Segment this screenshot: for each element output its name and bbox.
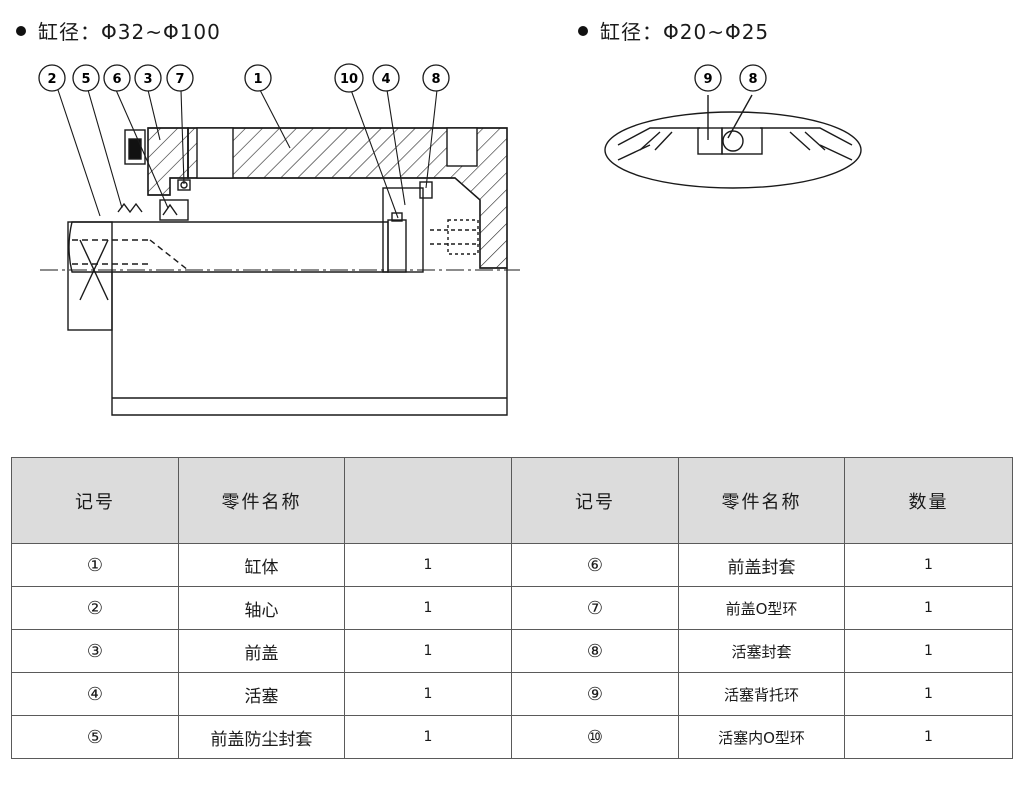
callout-3: 3 (134, 64, 162, 92)
callout-5: 5 (72, 64, 100, 92)
svg-text:10: 10 (340, 72, 358, 87)
cell-part-name: 前盖O型环 (678, 586, 845, 630)
table-row: ⑤ 前盖防尘封套 1 ⑩ 活塞内O型环 1 (11, 715, 1013, 759)
cell-qty: 1 (844, 629, 1013, 673)
callout-9: 9 (694, 64, 722, 92)
cell-part-name: 前盖防尘封套 (178, 715, 345, 759)
callout-1: 1 (244, 64, 272, 92)
table-row: ① 缸体 1 ⑥ 前盖封套 1 (11, 543, 1013, 587)
callouts-left: 2 5 6 3 7 1 10 4 8 (38, 63, 450, 93)
callout-2: 2 (38, 64, 66, 92)
svg-text:8: 8 (748, 72, 757, 87)
bullet-icon (578, 25, 588, 36)
table-row: ③ 前盖 1 ⑧ 活塞封套 1 (11, 629, 1013, 673)
callout-6: 6 (103, 64, 131, 92)
cell-qty: 1 (344, 586, 512, 630)
svg-text:9: 9 (703, 72, 712, 87)
cell-part-name: 前盖 (178, 629, 345, 673)
svg-text:2: 2 (47, 72, 56, 87)
cell-mark: ③ (11, 629, 179, 673)
svg-text:7: 7 (175, 72, 184, 87)
header-name-left: 零件名称 (178, 457, 345, 544)
left-section-view (40, 127, 520, 416)
cell-part-name: 轴心 (178, 586, 345, 630)
table-row: ④ 活塞 1 ⑨ 活塞背托环 1 (11, 672, 1013, 716)
callout-8: 8 (422, 64, 450, 92)
callouts-right: 9 8 (694, 64, 767, 92)
heading-bore-small-text: 缸径：Φ20~Φ25 (600, 20, 770, 44)
table-row: ② 轴心 1 ⑦ 前盖O型环 1 (11, 586, 1013, 630)
cell-mark: ① (11, 543, 179, 587)
svg-text:1: 1 (253, 72, 262, 87)
cell-part-name: 缸体 (178, 543, 345, 587)
svg-text:5: 5 (81, 72, 90, 87)
callout-7: 7 (166, 64, 194, 92)
cell-qty: 1 (844, 672, 1013, 716)
cell-part-name: 活塞封套 (678, 629, 845, 673)
cell-qty: 1 (844, 543, 1013, 587)
header-name-right: 零件名称 (678, 457, 845, 544)
cell-mark: ② (11, 586, 179, 630)
cell-qty: 1 (844, 715, 1013, 759)
cell-part-name: 活塞内O型环 (678, 715, 845, 759)
svg-text:3: 3 (143, 72, 152, 87)
callout-10: 10 (334, 63, 364, 93)
right-detail-view (604, 94, 862, 189)
table-header-row: 记号 零件名称 记号 零件名称 数量 (11, 457, 1013, 544)
cell-mark: ⑥ (511, 543, 679, 587)
heading-bore-large: 缸径：Φ32~Φ100 (16, 16, 221, 45)
bullet-icon (16, 25, 26, 36)
svg-text:6: 6 (112, 72, 121, 87)
cell-mark: ④ (11, 672, 179, 716)
cell-qty: 1 (344, 629, 512, 673)
cylinder-section-drawing: 2 5 6 3 7 1 10 4 8 9 8 (38, 63, 862, 416)
cell-part-name: 前盖封套 (678, 543, 845, 587)
cell-part-name: 活塞 (178, 672, 345, 716)
cell-mark: ⑩ (511, 715, 679, 759)
heading-bore-small: 缸径：Φ20~Φ25 (578, 16, 769, 45)
cell-qty: 1 (344, 672, 512, 716)
callout-8-detail: 8 (739, 64, 767, 92)
cell-part-name: 活塞背托环 (678, 672, 845, 716)
cell-mark: ⑧ (511, 629, 679, 673)
cell-qty: 1 (844, 586, 1013, 630)
parts-table: 记号 零件名称 记号 零件名称 数量 ① 缸体 1 ⑥ 前盖封套 1 ② 轴心 … (11, 457, 1013, 759)
svg-text:8: 8 (431, 72, 440, 87)
cell-mark: ⑤ (11, 715, 179, 759)
header-qty-left (344, 457, 512, 544)
cell-mark: ⑨ (511, 672, 679, 716)
callout-4: 4 (372, 64, 400, 92)
header-mark-left: 记号 (11, 457, 179, 544)
cell-qty: 1 (344, 543, 512, 587)
header-qty-right: 数量 (844, 457, 1013, 544)
cell-mark: ⑦ (511, 586, 679, 630)
heading-bore-large-text: 缸径：Φ32~Φ100 (38, 20, 221, 44)
leader-lines (57, 89, 438, 219)
cell-qty: 1 (344, 715, 512, 759)
header-mark-right: 记号 (511, 457, 679, 544)
svg-text:4: 4 (381, 72, 390, 87)
